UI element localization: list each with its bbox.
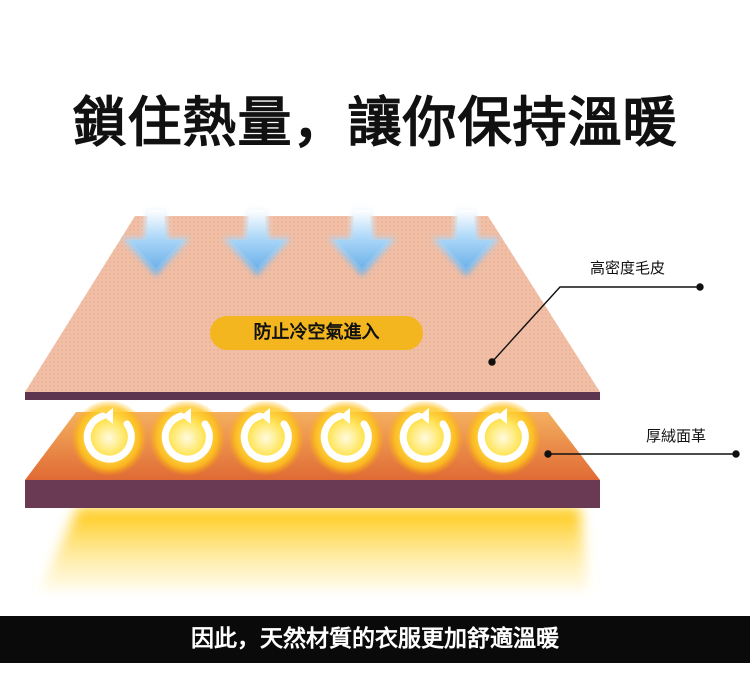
- top-layer-fur: [25, 216, 600, 400]
- footer-bar: 因此，天然材質的衣服更加舒適溫暖: [0, 616, 750, 663]
- heat-swirl-icon: [71, 400, 541, 476]
- headline: 鎖住熱量，讓你保持溫暖: [72, 91, 678, 154]
- label-bottom-layer: 厚絨面革: [646, 427, 707, 445]
- leader-line-bottom: [544, 450, 740, 458]
- cold-air-arrow-icon: [122, 206, 500, 276]
- leader-line-top: [488, 283, 704, 366]
- label-top-layer: 高密度毛皮: [590, 259, 666, 277]
- warm-glow-area: [40, 508, 588, 590]
- footer-text: 因此，天然材質的衣服更加舒適溫暖: [191, 626, 559, 652]
- cold-air-badge: 防止冷空氣進入: [210, 316, 423, 350]
